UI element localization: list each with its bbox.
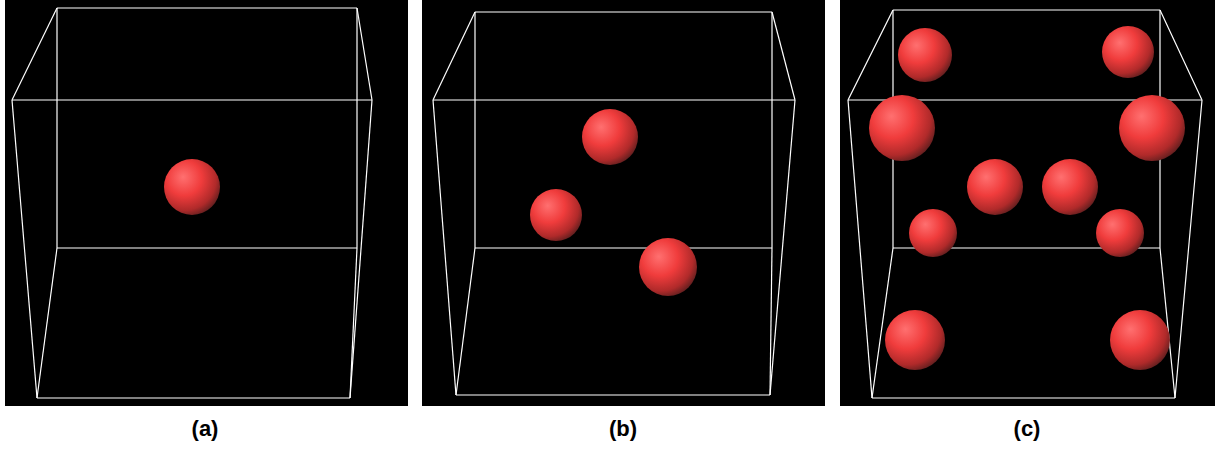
atom-sphere [1096,209,1144,257]
cube-edge [474,12,475,248]
atom-sphere [869,95,935,161]
cube-edge [848,10,893,100]
cube-edge [456,394,770,395]
cube-edge [12,8,57,100]
atom-sphere [967,159,1023,215]
cube-edge [771,12,772,248]
cube-edge [770,248,772,395]
atom-sphere [164,159,220,215]
cube-edge [893,9,1160,10]
cube-edge [1160,10,1202,100]
cube-edge [872,248,893,398]
atom-sphere [530,189,582,241]
cube-edge [350,248,357,398]
cube-edge [37,248,57,398]
atom-sphere [909,209,957,257]
cube-edge [12,99,372,100]
cube-edge [12,100,37,398]
cube-edge [848,100,872,398]
atom-sphere [1042,159,1098,215]
cube-edge [770,100,795,395]
atom-sphere [639,238,697,296]
atom-sphere [582,109,638,165]
panel-background [5,0,408,406]
panel-label: (a) [192,416,219,442]
cube-edge [433,100,456,395]
cube-edge [872,397,1175,398]
panel-label: (b) [609,416,637,442]
cube-edge [772,12,795,100]
atom-sphere [1102,26,1154,78]
cube-edge [433,12,475,100]
cube-edge [56,8,57,248]
panel-background [840,0,1215,406]
cube-edge [57,247,357,248]
atom-sphere [1119,95,1185,161]
cube-edge [356,8,357,248]
cube-edge [456,248,475,395]
cube-edge [433,99,795,100]
panel-label: (c) [1014,416,1041,442]
atom-sphere [898,28,952,82]
atom-sphere [1110,310,1170,370]
atom-sphere [885,310,945,370]
cube-edge [57,7,357,8]
cube-edge [475,247,772,248]
cube-edge [357,8,372,100]
cube-edge [37,397,350,398]
cube-edge [350,100,372,398]
panel-background [422,0,825,406]
cube-edge [475,11,772,12]
